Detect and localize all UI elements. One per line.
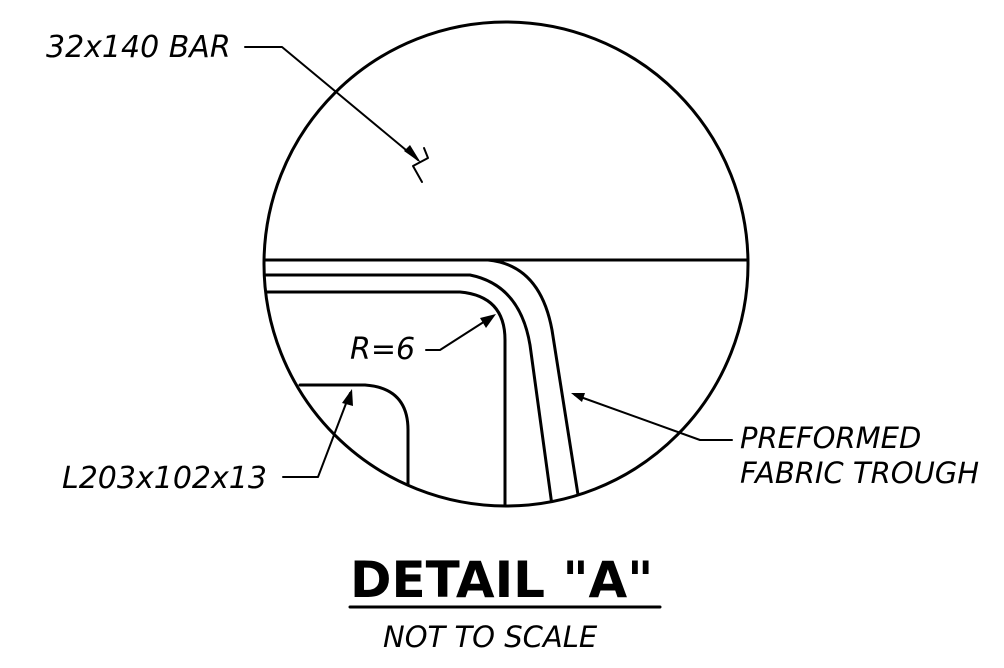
label-trough-line2: FABRIC TROUGH — [740, 456, 979, 490]
section-geometry — [264, 258, 748, 506]
label-trough-line1: PREFORMED — [740, 421, 921, 455]
detail-subtitle: NOT TO SCALE — [383, 620, 598, 654]
label-angle: L203x102x13 — [62, 461, 267, 496]
leader-bar — [244, 46, 421, 163]
leader-radius — [425, 314, 496, 351]
leader-trough — [571, 393, 733, 441]
angle-outer-edge — [264, 290, 507, 506]
trough-outer-edge — [486, 258, 748, 506]
detail-title: DETAIL "A" — [350, 551, 653, 609]
leader-angle — [282, 389, 353, 478]
break-symbol — [412, 147, 429, 183]
label-bar: 32x140 BAR — [46, 30, 231, 65]
angle-inner-edge — [298, 383, 410, 506]
trough-inner-edge — [264, 273, 556, 506]
label-radius: R=6 — [350, 332, 415, 367]
